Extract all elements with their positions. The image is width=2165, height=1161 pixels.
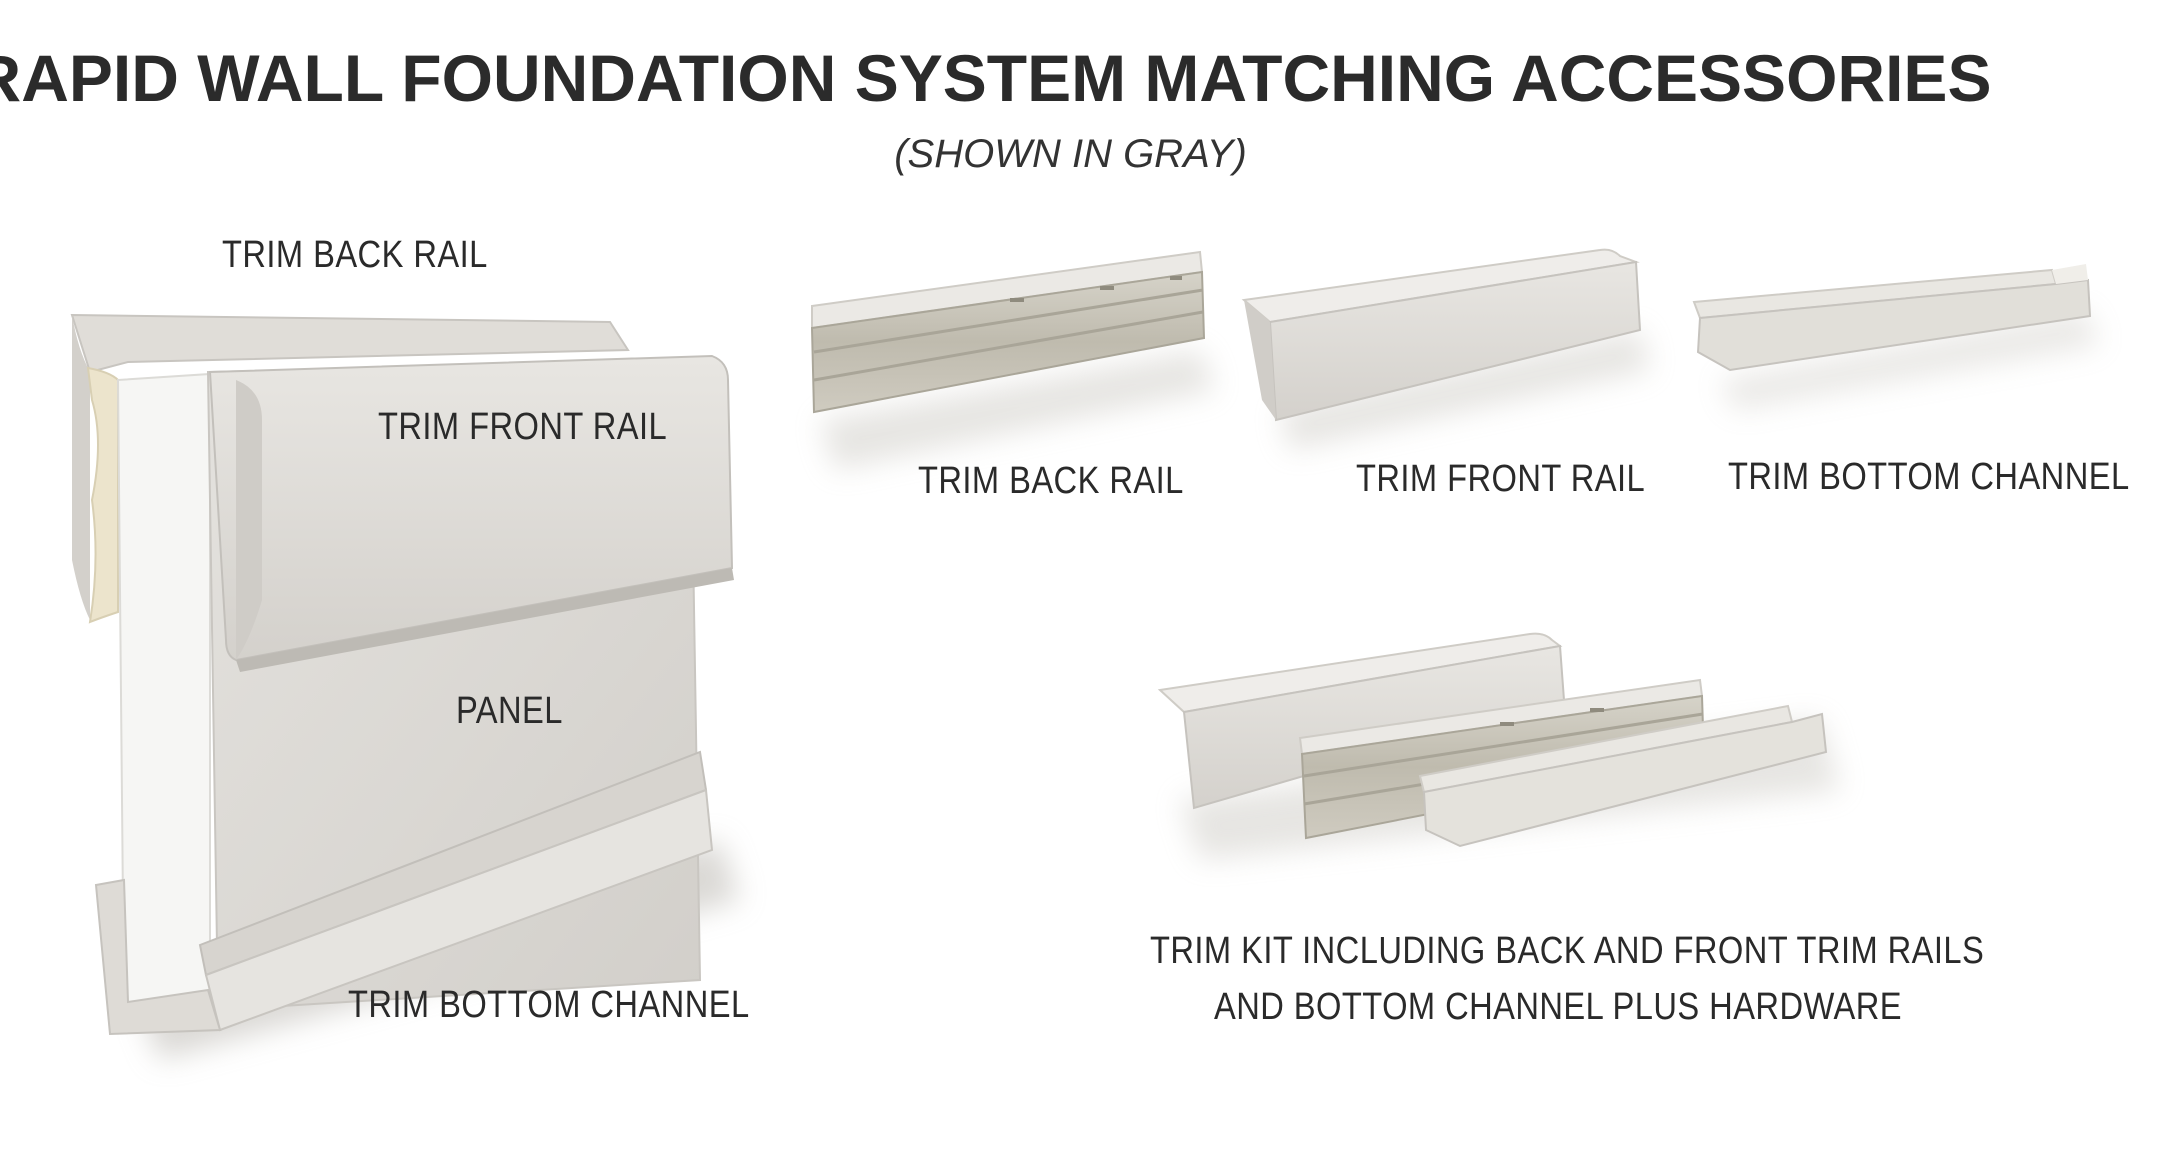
assembly-label-back-rail: TRIM BACK RAIL <box>222 234 488 276</box>
page-title: RAPID WALL FOUNDATION SYSTEM MATCHING AC… <box>0 41 1992 115</box>
wall-assembly <box>70 313 740 1060</box>
kit-caption-line1: TRIM KIT INCLUDING BACK AND FRONT TRIM R… <box>1150 930 1985 972</box>
assembly-trim-back-rail <box>70 313 630 620</box>
component-label-back-rail: TRIM BACK RAIL <box>918 460 1184 502</box>
foam-core <box>116 372 211 1012</box>
component-label-front-rail: TRIM FRONT RAIL <box>1356 458 1646 500</box>
component-trim-back-rail <box>810 250 1215 470</box>
insulation-edge <box>86 366 119 624</box>
trim-kit-group <box>1157 632 1840 860</box>
component-label-bottom-channel: TRIM BOTTOM CHANNEL <box>1728 456 2130 498</box>
assembly-trim-bottom-channel <box>94 750 714 1036</box>
assembly-label-panel: PANEL <box>456 690 563 732</box>
component-trim-front-rail <box>1241 248 1650 450</box>
assembly-label-bottom-channel: TRIM BOTTOM CHANNEL <box>348 984 750 1026</box>
assembly-trim-front-rail <box>208 354 734 672</box>
kit-caption-line2: AND BOTTOM CHANNEL PLUS HARDWARE <box>1214 986 1903 1028</box>
component-trim-bottom-channel <box>1692 264 2100 410</box>
page-subtitle: (SHOWN IN GRAY) <box>894 132 1247 176</box>
assembly-label-front-rail: TRIM FRONT RAIL <box>378 406 668 448</box>
